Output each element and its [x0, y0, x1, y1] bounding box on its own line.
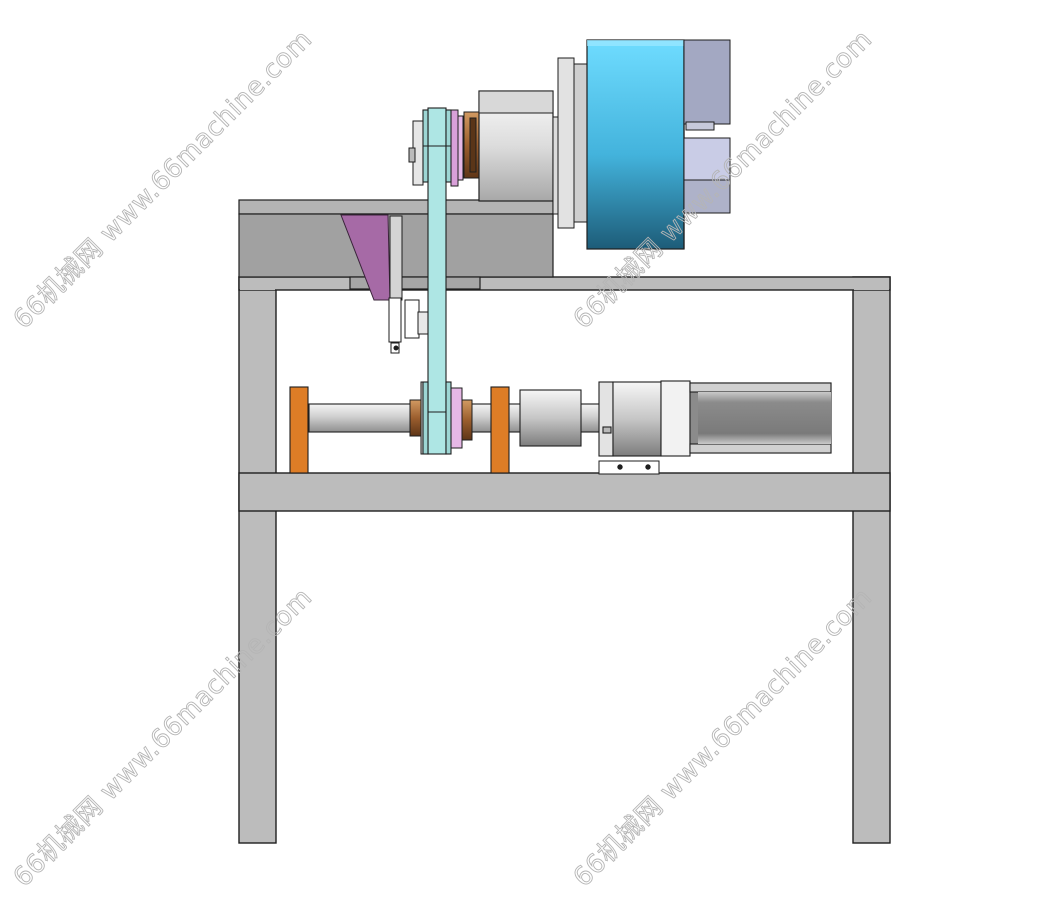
motor-terminal-box — [683, 39, 731, 214]
blue-motor — [586, 39, 685, 250]
gear-reducer — [598, 380, 691, 457]
tensioner-assembly — [388, 215, 429, 354]
bearing-block-left — [289, 386, 309, 474]
frame-middle-rail — [238, 472, 891, 512]
frame-left-leg — [238, 276, 277, 844]
steel-frame — [238, 276, 891, 844]
lower-bronze-hub — [409, 399, 423, 437]
watermark-4: 66机械网 www.66machine.com — [568, 582, 879, 893]
bearing-block-right — [490, 386, 510, 474]
motor-flange — [552, 57, 588, 229]
shaft-coupling — [519, 389, 582, 447]
frame-right-leg — [852, 276, 891, 844]
servo-motor — [689, 382, 832, 454]
timing-belt — [422, 107, 452, 455]
servo-mount — [598, 460, 660, 475]
lower-bronze-ring — [461, 399, 473, 441]
top-plate-upper — [238, 199, 554, 215]
frame-top-rail — [238, 276, 891, 291]
